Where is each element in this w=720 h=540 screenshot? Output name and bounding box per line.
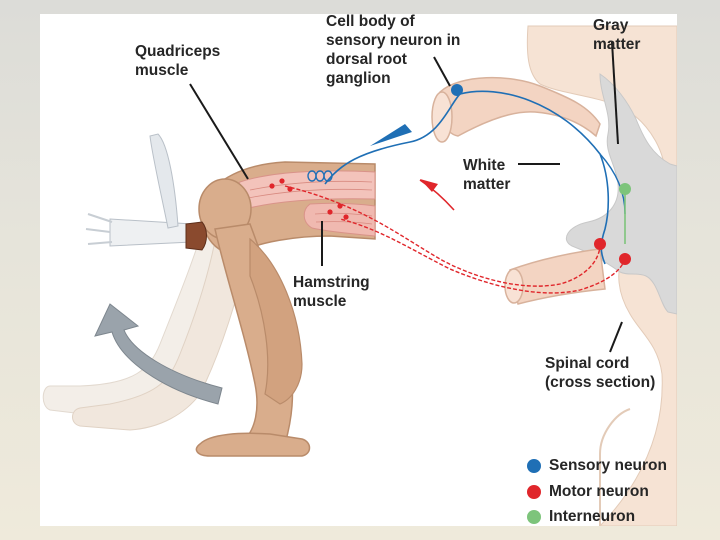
cell-body-label: Cell body of sensory neuron in dorsal ro… [326,13,461,87]
neural-pathways [269,84,631,294]
hamstring-label: Hamstring muscle [293,274,370,310]
sensory-neuron-path [324,90,610,265]
motor-neuron-path-2 [339,218,626,294]
legend-label: Motor neuron [549,483,649,500]
sensory-cell-body [451,84,463,96]
motion-arrow-icon [94,303,223,405]
motor-neuron-path-1 [284,185,601,287]
legend-label: Sensory neuron [549,457,667,474]
gray-matter-label: Gray matter [593,17,641,53]
dorsal-root-ganglion [431,76,601,143]
sensory-dot-icon [527,459,541,473]
ventral-root [504,248,606,305]
reflex-hammer-icon [85,133,207,251]
legend-item-interneuron: Interneuron [527,508,635,526]
legend-label: Interneuron [549,508,636,525]
leg [42,161,376,457]
leader-lines [189,41,623,353]
interneuron-dot-icon [527,510,541,524]
spinal-cord-label: Spinal cord (cross section) [545,355,656,391]
reflex-arc-illustration [42,25,677,526]
diagram-panel: Quadriceps muscle Cell body of sensory n… [40,13,677,526]
legend-item-sensory: Sensory neuron [527,457,667,475]
legend-item-motor: Motor neuron [527,483,649,501]
quadriceps-label: Quadriceps muscle [135,43,221,79]
white-matter-label: White matter [463,157,511,193]
motor-dot-icon [527,485,541,499]
